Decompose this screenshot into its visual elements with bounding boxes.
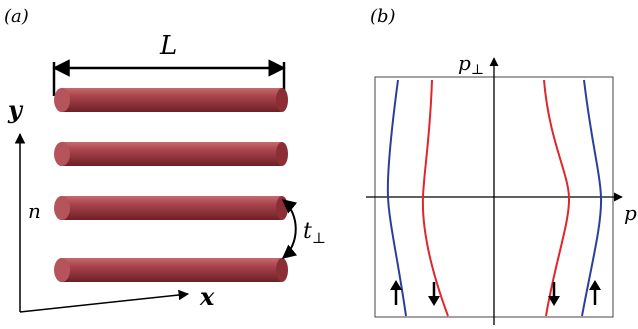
fermi-curve-blue-right bbox=[581, 79, 603, 317]
spin-up-arrow bbox=[589, 280, 601, 305]
hopping-label: t⊥ bbox=[303, 219, 326, 247]
wire bbox=[54, 88, 288, 112]
p-perp-label: p⊥ bbox=[458, 51, 484, 78]
panel-b: (b) p⊥ p bbox=[366, 6, 637, 325]
wire bbox=[54, 142, 288, 166]
x-axis-label: x bbox=[199, 282, 215, 311]
panel-a-label: (a) bbox=[4, 6, 29, 27]
p-label: p bbox=[624, 201, 637, 225]
length-label: L bbox=[159, 31, 177, 61]
x-axis-arrow bbox=[19, 289, 190, 313]
panel-b-label: (b) bbox=[370, 6, 396, 27]
fermi-curve-blue-left bbox=[386, 79, 407, 317]
spin-down-arrow bbox=[428, 282, 440, 306]
spin-up-arrow bbox=[390, 280, 402, 305]
wire bbox=[54, 196, 288, 220]
spin-down-arrow bbox=[548, 282, 560, 306]
y-axis-label: y bbox=[7, 95, 24, 124]
fermi-curve-red-left bbox=[421, 79, 449, 317]
n-label: n bbox=[28, 199, 41, 223]
wire bbox=[54, 258, 288, 282]
fermi-curve-red-right bbox=[543, 79, 571, 317]
panel-a: (a) L t⊥ bbox=[4, 6, 326, 313]
hopping-arrow bbox=[281, 199, 298, 259]
